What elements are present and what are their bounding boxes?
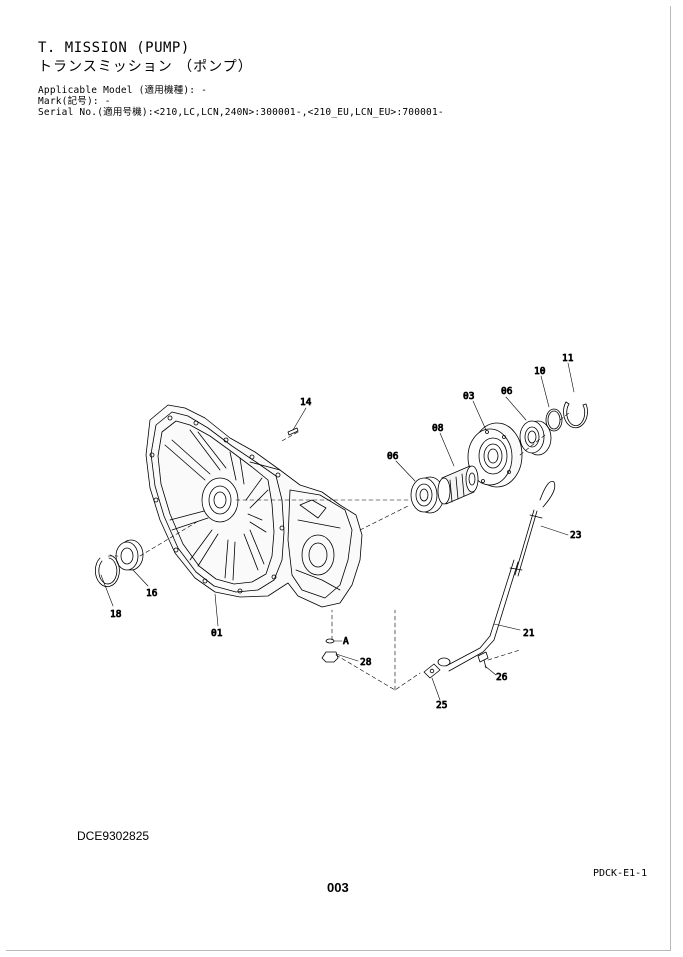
dipstick-tube-part-21: [437, 559, 523, 672]
part-label-03: 03: [463, 391, 474, 402]
document-code: DCE9302825: [77, 829, 150, 843]
part-label-11: 11: [562, 353, 574, 364]
gasket-part-25: [423, 663, 441, 679]
shaft-part-08: [437, 465, 479, 505]
page-code: PDCK-E1-1: [593, 868, 648, 879]
mark: Mark(記号): -: [38, 96, 111, 107]
pump-part-03: [467, 422, 523, 488]
reference-letter-a: A: [343, 636, 349, 647]
plug-part-28: [321, 638, 339, 663]
seal-part-16: [115, 539, 144, 571]
page-border: [6, 6, 671, 951]
part-label-16: 16: [146, 588, 158, 599]
bearing-part-06-right: [519, 420, 552, 456]
serial-number: Serial No.(適用号機):<210,LC,LCN,240N>:30000…: [38, 107, 444, 118]
page-title-japanese: トランスミッション （ポンプ）: [38, 59, 253, 75]
part-label-01: 01: [211, 628, 223, 639]
applicable-model: Applicable Model (適用機種): -: [38, 85, 208, 96]
housing-part-01: [145, 404, 363, 608]
part-label-06-left: 06: [387, 451, 399, 462]
pin-part-14: [287, 427, 299, 436]
page-title: T. MISSION (PUMP): [38, 40, 190, 56]
part-label-08: 08: [432, 423, 444, 434]
assembly-guide-lines: [107, 411, 571, 691]
part-label-06-right: 06: [501, 386, 513, 397]
page-number: 003: [327, 880, 349, 895]
part-label-10: 10: [534, 366, 546, 377]
part-label-25: 25: [436, 700, 447, 711]
leader-lines: [100, 362, 575, 701]
part-label-21: 21: [523, 628, 535, 639]
part-label-26: 26: [496, 672, 508, 683]
part-label-28: 28: [360, 657, 372, 668]
part-label-14: 14: [300, 397, 312, 408]
part-label-18: 18: [110, 609, 122, 620]
snap-ring-part-10: [545, 408, 563, 432]
circlip-part-11: [563, 401, 588, 429]
snap-ring-part-18: [95, 554, 120, 588]
part-label-23: 23: [570, 530, 581, 541]
dipstick-part-23: [514, 481, 556, 577]
